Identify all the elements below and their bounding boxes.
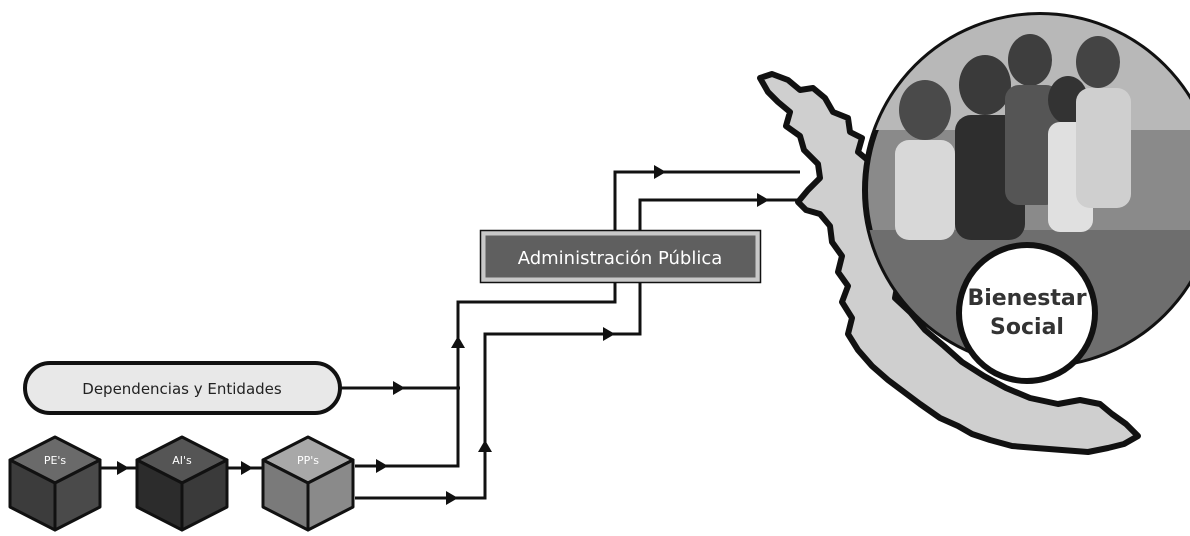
arrow-icon bbox=[117, 461, 129, 475]
arrow-icon bbox=[757, 193, 769, 207]
dependencias-label: Dependencias y Entidades bbox=[82, 380, 282, 398]
arrow-icon bbox=[478, 440, 492, 452]
cube-ai-label: AI's bbox=[172, 454, 192, 467]
cube-pe-label: PE's bbox=[44, 454, 67, 467]
administracion-publica-label: Administración Pública bbox=[518, 248, 723, 269]
bienestar-line1: Bienestar bbox=[967, 286, 1086, 311]
family-photo bbox=[862, 12, 1190, 368]
bienestar-line2: Social bbox=[990, 315, 1064, 340]
arrow-icon bbox=[654, 165, 666, 179]
cube-ai: AI's bbox=[135, 435, 229, 532]
arrow-icon bbox=[376, 459, 388, 473]
cube-pe: PE's bbox=[8, 435, 102, 532]
cube-pp-label: PP's bbox=[297, 454, 319, 467]
administracion-publica-box: Administración Pública bbox=[479, 229, 762, 284]
arrow-icon bbox=[603, 327, 615, 341]
arrow-icon bbox=[446, 491, 458, 505]
arrowheads bbox=[117, 165, 769, 505]
bienestar-social-badge: Bienestar Social bbox=[956, 242, 1098, 384]
arrow-icon bbox=[241, 461, 253, 475]
arrow-icon bbox=[393, 381, 405, 395]
dependencias-pill: Dependencias y Entidades bbox=[23, 361, 342, 415]
arrow-icon bbox=[451, 336, 465, 348]
cube-pp: PP's bbox=[261, 435, 355, 532]
